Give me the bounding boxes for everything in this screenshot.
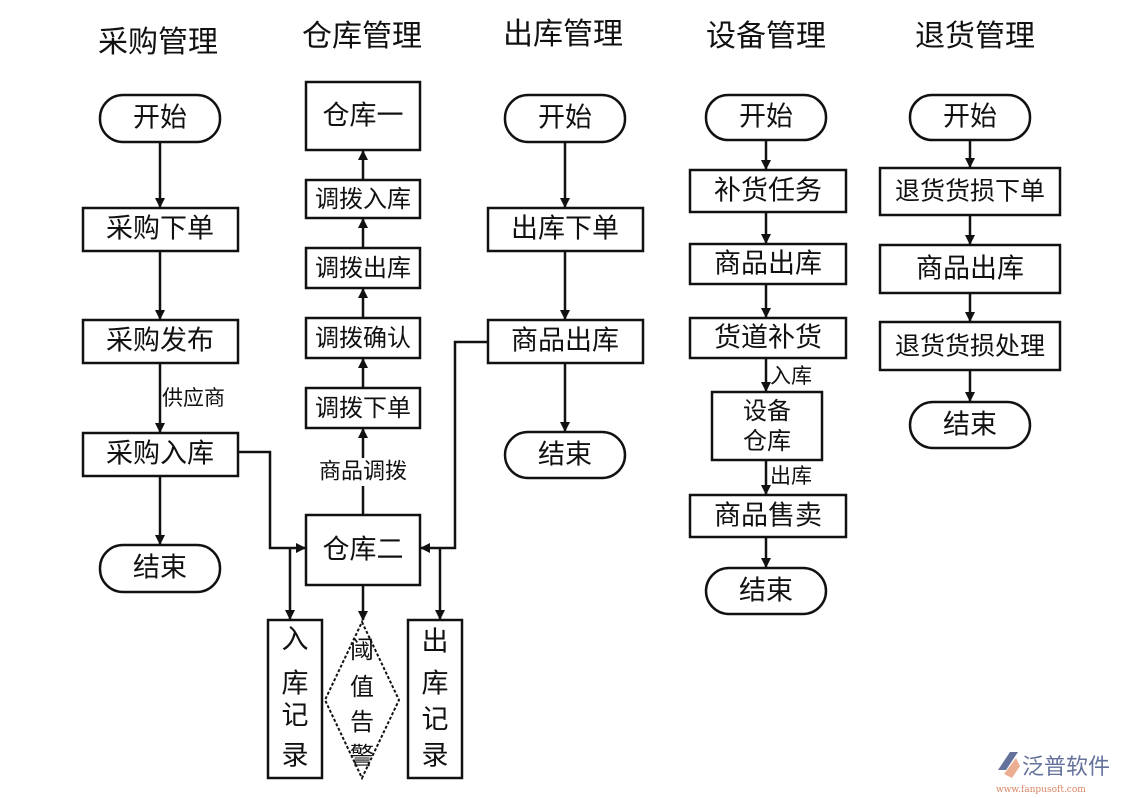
label-bg [305, 458, 421, 486]
transfer-order-node [304, 386, 422, 430]
out-record-char: 出 [422, 627, 449, 658]
transfer-in-label: 调拨入库 [315, 185, 411, 213]
purchase-end-node [98, 543, 222, 594]
device-sale-node [688, 493, 848, 539]
alarm-char: 警 [350, 742, 374, 770]
purchase-end-label: 结束 [133, 553, 187, 584]
in-record-char: 录 [282, 741, 309, 772]
out-record-node [406, 618, 464, 780]
device-task-node [688, 168, 848, 214]
transfer-in-node [304, 178, 422, 220]
device-end-label: 结束 [739, 576, 793, 607]
outbound-start-label: 开始 [538, 103, 592, 134]
device-goods-out-node [688, 242, 848, 286]
alarm-char: 值 [350, 673, 374, 701]
connector-to-wh2 [420, 340, 488, 553]
returns-start-label: 开始 [943, 102, 997, 133]
threshold-alarm-node [323, 619, 401, 781]
transfer-out-label: 调拨出库 [315, 254, 411, 282]
goods-transfer-label: 商品调拨 [319, 460, 407, 485]
device-in-label: 入库 [770, 364, 812, 388]
purchase-flow: 开始 采购下单 采购发布 供应商 采购入库 结束 [81, 93, 306, 594]
returns-order-label: 退货货损下单 [895, 177, 1045, 206]
outbound-flow: 开始 出库下单 商品出库 结束 [420, 93, 645, 553]
header-returns: 退货管理 [915, 19, 1035, 54]
in-record-char: 记 [282, 701, 309, 732]
wh1-node [304, 80, 422, 152]
outbound-goods-out-label: 商品出库 [511, 326, 619, 357]
device-start-label: 开始 [739, 102, 793, 133]
device-end-node [704, 566, 828, 616]
supplier-label: 供应商 [162, 386, 225, 410]
device-goods-out-label: 商品出库 [714, 249, 822, 280]
watermark: 泛普软件 www.fanpusoft.com [996, 752, 1110, 795]
header-purchase: 采购管理 [98, 25, 218, 60]
device-warehouse-node [710, 390, 824, 462]
watermark-url: www.fanpusoft.com [996, 785, 1086, 795]
in-record-char: 入 [282, 625, 309, 656]
header-device: 设备管理 [706, 19, 826, 54]
device-restock-node [688, 316, 848, 360]
alarm-char: 阈 [350, 636, 374, 664]
alarm-char: 告 [350, 708, 374, 736]
purchase-start-label: 开始 [133, 103, 187, 134]
device-restock-label: 货道补货 [714, 323, 822, 354]
out-record-char: 库 [422, 669, 449, 700]
device-task-label: 补货任务 [714, 176, 822, 207]
transfer-confirm-node [304, 316, 422, 360]
connector-to-wh2 [238, 450, 306, 553]
device-flow: 开始 补货任务 商品出库 货道补货 入库 设备 仓库 出库 商品售卖 结束 [688, 93, 848, 616]
logo-accent-icon [1004, 758, 1020, 778]
purchase-publish-label: 采购发布 [106, 326, 214, 357]
transfer-order-label: 调拨下单 [315, 394, 411, 422]
outbound-order-label: 出库下单 [511, 214, 619, 245]
out-record-char: 记 [422, 705, 449, 736]
purchase-inbound-node [81, 431, 240, 478]
wh1-label: 仓库一 [323, 101, 404, 132]
returns-goods-out-node [878, 243, 1062, 295]
purchase-inbound-label: 采购入库 [106, 439, 214, 470]
outbound-end-label: 结束 [538, 440, 592, 471]
warehouse-flow: 仓库一 调拨入库 调拨出库 调拨确认 调拨下单 商品调拨 仓库二 入 库 记 录… [266, 80, 464, 781]
header-warehouse: 仓库管理 [302, 19, 422, 54]
device-warehouse-line: 仓库 [743, 427, 791, 455]
returns-order-node [878, 166, 1062, 217]
in-record-node [266, 618, 324, 780]
logo-icon [998, 752, 1018, 770]
header-outbound: 出库管理 [503, 17, 623, 52]
watermark-brand: 泛普软件 [1022, 755, 1110, 780]
transfer-confirm-label: 调拨确认 [315, 324, 411, 352]
purchase-order-label: 采购下单 [106, 214, 214, 245]
returns-process-label: 退货货损处理 [895, 332, 1045, 361]
purchase-order-node [81, 206, 240, 253]
returns-end-node [908, 400, 1032, 450]
returns-flow: 开始 退货货损下单 商品出库 退货货损处理 结束 [878, 93, 1062, 450]
outbound-order-node [486, 206, 645, 253]
returns-end-label: 结束 [943, 410, 997, 441]
wh2-label: 仓库二 [323, 535, 404, 566]
outbound-end-node [503, 430, 627, 480]
out-record-char: 录 [422, 741, 449, 772]
returns-goods-out-label: 商品出库 [916, 254, 1024, 285]
in-record-char: 库 [282, 669, 309, 700]
device-warehouse-line: 设备 [743, 397, 791, 425]
device-sale-label: 商品售卖 [714, 501, 822, 532]
device-out-label: 出库 [770, 464, 812, 488]
outbound-goods-out-node [486, 318, 645, 365]
returns-process-node [878, 320, 1062, 372]
